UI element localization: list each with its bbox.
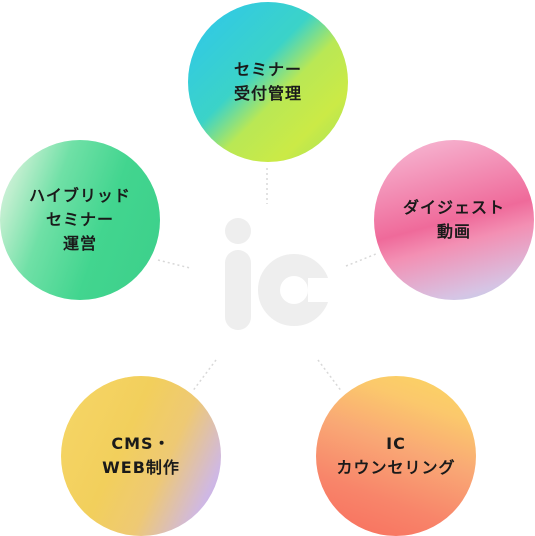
node-ic-counseling[interactable]: IC カウンセリング (316, 376, 476, 536)
node-hybrid-seminar[interactable]: ハイブリッド セミナー 運営 (0, 140, 160, 300)
connector-digest (345, 253, 377, 267)
logo-i-stem (225, 250, 251, 330)
logo-i-dot (225, 218, 251, 244)
connector-hybrid (157, 259, 191, 269)
node-ic-label: IC カウンセリング (336, 432, 455, 480)
node-seminar-reception[interactable]: セミナー 受付管理 (188, 2, 348, 162)
ic-logo (222, 218, 338, 333)
connector-ic (317, 359, 343, 393)
node-cms-line2: WEB制作 (102, 458, 180, 477)
node-cms-line1: CMS・ (111, 434, 171, 453)
node-cms-web[interactable]: CMS・ WEB制作 (61, 376, 221, 536)
node-digest-label: ダイジェスト 動画 (403, 196, 505, 244)
node-digest-line1: ダイジェスト (402, 198, 505, 217)
node-seminar-label: セミナー 受付管理 (234, 58, 302, 106)
node-digest-line2: 動画 (436, 222, 471, 241)
node-seminar-line2: 受付管理 (233, 84, 302, 103)
node-hybrid-line2: セミナー (45, 210, 114, 229)
node-hybrid-label: ハイブリッド セミナー 運営 (29, 184, 131, 256)
node-ic-line2: カウンセリング (336, 458, 456, 477)
node-hybrid-line3: 運営 (62, 234, 97, 253)
logo-c-gap (308, 278, 338, 302)
node-hybrid-line1: ハイブリッド (29, 186, 131, 205)
node-digest-video[interactable]: ダイジェスト 動画 (374, 140, 534, 300)
connector-cms (191, 359, 217, 393)
node-cms-label: CMS・ WEB制作 (102, 432, 180, 480)
node-seminar-line1: セミナー (233, 60, 302, 79)
node-ic-line1: IC (386, 434, 406, 453)
